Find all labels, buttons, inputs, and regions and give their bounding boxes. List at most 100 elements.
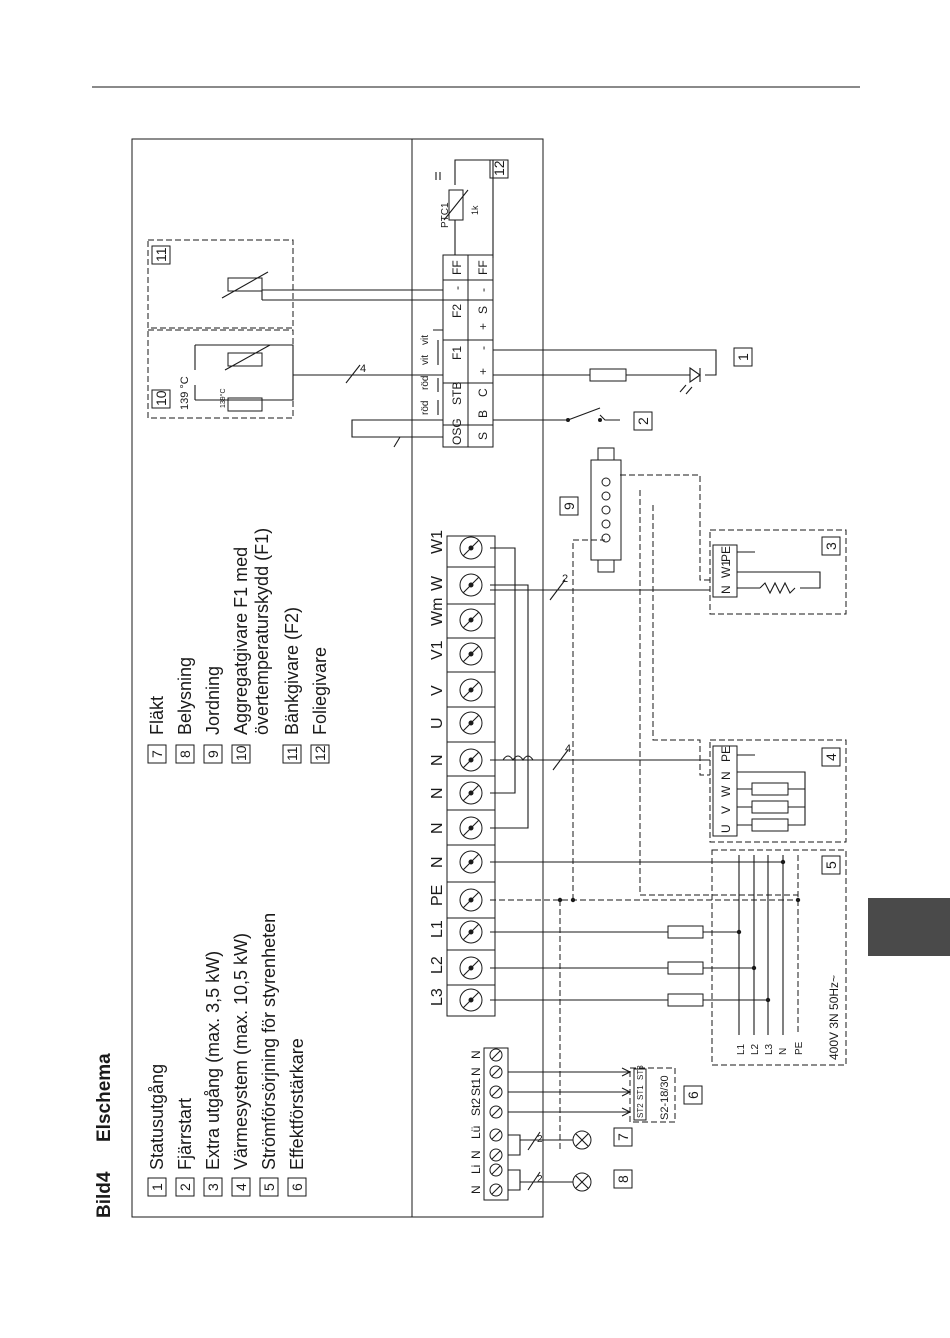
legend-right-label-3: Aggregatgivare F1 med: [231, 547, 251, 735]
main-terminal-label: L2: [429, 956, 446, 974]
callout-2-text: 2: [635, 417, 651, 425]
callout-8-text: 8: [615, 1175, 631, 1183]
callout-9-text: 9: [561, 502, 577, 510]
small-terminal-label: N: [469, 1067, 483, 1076]
legend-right-num-11-text: 11: [284, 746, 300, 761]
callout-4: 4: [821, 747, 841, 767]
amp-model: S2-18/30: [659, 1075, 671, 1120]
screw-terminal: [459, 573, 483, 597]
screw-terminal: [459, 956, 483, 980]
legend-right-label-5: Bänkgivare (F2): [282, 607, 302, 735]
heater-terminal-label: U: [719, 824, 733, 833]
sensor-terminal-top: OSG: [450, 418, 464, 445]
legend-right-label-2: Jordning: [203, 666, 223, 735]
sensor-terminal-bottom: B: [476, 410, 490, 418]
callout-3: 3: [821, 536, 841, 556]
main-terminal-label: N: [429, 822, 446, 834]
screw-terminal: [459, 781, 483, 805]
small-terminal-label: N: [469, 1150, 483, 1159]
callout-7: 7: [613, 1127, 633, 1147]
extra-terminal-label: PE: [719, 546, 733, 562]
legend-left-label-6: Effektförstärkare: [287, 1038, 307, 1170]
sensor-terminal-bottom: -: [476, 288, 490, 292]
callout-5-text: 5: [823, 861, 839, 869]
svg-text:4: 4: [360, 363, 366, 375]
callout-6: 6: [683, 1085, 703, 1105]
wire-color-labels: röd röd vit vit: [420, 335, 431, 415]
callout-3-text: 3: [823, 542, 839, 550]
figure-title: Elschema: [94, 1053, 115, 1142]
small-screw-terminal: [489, 1163, 503, 1177]
legend-right-label-1: Belysning: [175, 657, 195, 735]
callout-11: 11: [151, 245, 171, 265]
legend-right-num-12-text: 12: [312, 745, 328, 761]
legend-right-label-0: Fläkt: [147, 696, 167, 735]
sensor-terminal-top: -: [450, 286, 464, 290]
wiring: 4 2 4: [147, 159, 847, 1192]
amp-terminal-label: ST2: [636, 1103, 645, 1118]
legend-left-label-3: Extra utgång (max. 3,5 kW): [203, 951, 223, 1170]
small-screw-terminal: [489, 1128, 503, 1142]
main-terminal-label: N: [429, 754, 446, 766]
header-rule: [92, 86, 860, 88]
main-terminal-label: W: [429, 575, 446, 591]
legend-right-num-7-text: 7: [149, 750, 165, 758]
heater-terminal-label: N: [719, 771, 733, 780]
sensor-terminal-bottom: +: [476, 323, 490, 330]
screw-terminal: [459, 711, 483, 735]
svg-text:2: 2: [537, 1174, 543, 1185]
main-terminal-label: Wm: [429, 598, 446, 626]
heater-terminal-label: V: [719, 806, 733, 814]
legend-left-num-4-text: 4: [233, 1183, 249, 1191]
callout-9: 9: [559, 496, 579, 516]
legend-right-num-10: 10: [231, 744, 251, 764]
callout-8: 8: [613, 1169, 633, 1189]
screw-terminal: [459, 748, 483, 772]
page-tab-marker: [868, 898, 950, 956]
legend-right: 7Fläkt8Belysning9Jordning10Aggregatgivar…: [147, 528, 330, 764]
legend-left-num-2-text: 2: [177, 1183, 193, 1191]
amp-terminal-label: ST3: [636, 1065, 645, 1080]
legend-right-num-8: 8: [175, 744, 195, 764]
sensor-terminal-bottom: C: [476, 388, 490, 397]
legend-left-num-5-text: 5: [261, 1183, 277, 1191]
sensor-terminal-top: F1: [450, 346, 464, 360]
legend-right-num-7: 7: [147, 744, 167, 764]
amp-terminal-labels: ST2 ST1 ST3: [636, 1065, 645, 1118]
supply-line-label: L1: [736, 1043, 747, 1055]
callout-7-text: 7: [615, 1133, 631, 1141]
amp-terminal-label: ST1: [636, 1085, 645, 1100]
callout-10-text: 10: [153, 390, 169, 406]
small-terminal-label: Li: [469, 1165, 483, 1174]
svg-text:vit: vit: [420, 335, 431, 345]
diagram-frame: [131, 138, 544, 1218]
heater-terminal-label: W: [719, 785, 733, 797]
screw-terminal: [459, 988, 483, 1012]
callout-4-text: 4: [823, 753, 839, 761]
small-terminal-label: St2: [469, 1098, 483, 1116]
legend-left-num-4: 4: [231, 1177, 251, 1197]
legend-left-num-3: 3: [203, 1177, 223, 1197]
temp-label-1: 139 °C: [179, 376, 191, 410]
small-terminal-label: N: [469, 1050, 483, 1059]
sensor-terminal-bottom: FF: [476, 260, 490, 275]
legend-right-label-6: Foliegivare: [310, 647, 330, 735]
sensor-terminal-bottom: S: [476, 432, 490, 440]
callout-2: 2: [633, 411, 653, 431]
ptc-value: 1k: [470, 205, 480, 215]
screw-terminal: [459, 920, 483, 944]
svg-text:röd: röd: [420, 401, 431, 415]
callout-6-text: 6: [685, 1091, 701, 1099]
screw-terminal: [459, 816, 483, 840]
svg-text:4: 4: [565, 743, 571, 755]
legend-left-num-6-text: 6: [289, 1183, 305, 1191]
small-terminal-label: St1: [469, 1078, 483, 1096]
svg-text:2: 2: [537, 1134, 543, 1145]
small-screw-terminal: [489, 1148, 503, 1162]
legend-left-label-2: Fjärrstart: [175, 1098, 195, 1170]
